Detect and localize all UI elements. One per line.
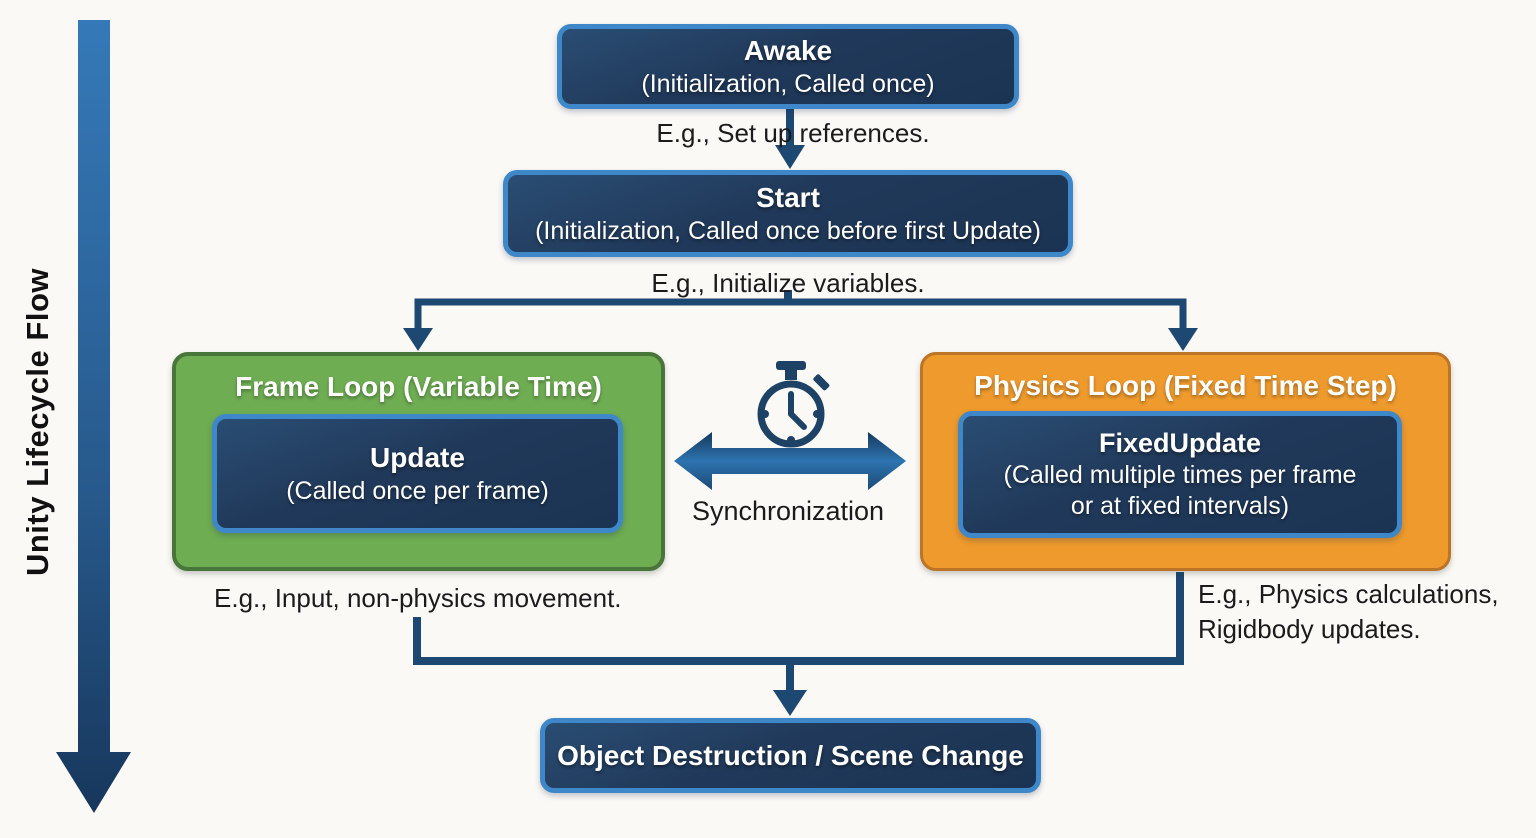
physics-loop-title: Physics Loop (Fixed Time Step) — [974, 370, 1397, 401]
stopwatch-icon — [757, 361, 830, 448]
lifecycle-flow-arrow — [56, 20, 131, 813]
destruction-node: Object Destruction / Scene Change — [540, 718, 1041, 793]
branch-start-to-loops — [403, 290, 1198, 351]
awake-node: Awake (Initialization, Called once) — [557, 24, 1019, 109]
fixedupdate-node: FixedUpdate (Called multiple times per f… — [958, 411, 1402, 538]
start-node: Start (Initialization, Called once befor… — [503, 170, 1073, 257]
fixedupdate-title: FixedUpdate — [1098, 428, 1262, 458]
frame-loop-note: E.g., Input, non-physics movement. — [214, 583, 622, 613]
awake-subtitle: (Initialization, Called once) — [641, 69, 935, 98]
physics-note-line1: E.g., Physics calculations, — [1198, 579, 1499, 609]
fixedupdate-subtitle-line2: or at fixed intervals) — [1070, 492, 1290, 520]
start-subtitle: (Initialization, Called once before firs… — [535, 216, 1041, 245]
sync-double-arrow — [674, 432, 906, 490]
update-subtitle: (Called once per frame) — [286, 476, 549, 505]
physics-note-line2: Rigidbody updates. — [1198, 614, 1421, 644]
update-title: Update — [370, 441, 465, 473]
frame-loop-title: Frame Loop (Variable Time) — [235, 371, 602, 402]
update-node: Update (Called once per frame) — [212, 414, 623, 533]
lifecycle-flow-label: Unity Lifecycle Flow — [20, 268, 55, 577]
physics-loop-note: E.g., Physics calculations, Rigidbody up… — [1198, 577, 1536, 647]
awake-note: E.g., Set up references. — [656, 118, 930, 148]
collector-to-destruction — [413, 572, 1184, 716]
awake-title: Awake — [743, 34, 833, 66]
arrow-awake-to-start — [775, 109, 805, 169]
fixedupdate-subtitle-line1: (Called multiple times per frame — [1003, 461, 1357, 489]
start-note: E.g., Initialize variables. — [651, 268, 925, 298]
start-title: Start — [756, 181, 820, 213]
sync-label: Synchronization — [691, 496, 885, 526]
destruction-title: Object Destruction / Scene Change — [557, 740, 1024, 771]
